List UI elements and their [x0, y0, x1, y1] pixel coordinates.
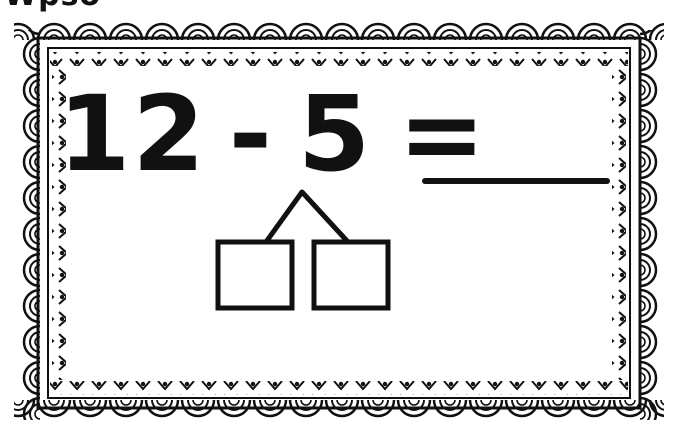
border-top-trim	[50, 52, 628, 66]
subtrahend: 5	[298, 82, 372, 186]
subtraction-equation: 12-5=	[58, 82, 487, 186]
answer-blank[interactable]	[422, 178, 610, 184]
border-top-scallops	[14, 8, 664, 48]
border-right-trim	[612, 66, 626, 380]
border-bottom-scallops	[14, 398, 664, 438]
minuend: 12	[58, 82, 207, 186]
minus-sign: -	[229, 82, 274, 186]
border-right-scallops	[632, 30, 672, 420]
border-left-scallops	[6, 30, 46, 420]
border-bottom-trim	[50, 381, 628, 395]
equals-sign: =	[398, 82, 487, 186]
